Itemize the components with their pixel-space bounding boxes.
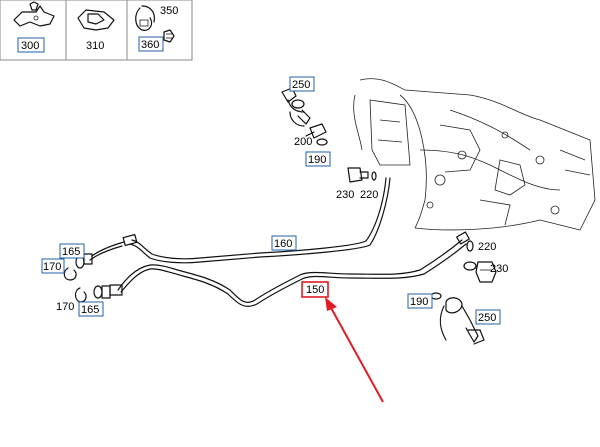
svg-text:190: 190: [308, 154, 326, 166]
bracket-310-icon: [77, 9, 115, 31]
label-200: 200: [294, 136, 312, 148]
label-230-right: 230: [490, 263, 508, 275]
transmission-housing: [353, 78, 596, 231]
callout-165-lower[interactable]: 165: [78, 301, 104, 317]
line-150-pipe: [109, 231, 470, 307]
left-fitting-group: [63, 255, 111, 303]
label-170-lower: 170: [56, 301, 74, 313]
line-160-pipe: [83, 177, 391, 265]
callout-190-right[interactable]: 190: [407, 293, 433, 309]
callout-250-right[interactable]: 250: [475, 309, 501, 325]
label-230-upper: 230: [336, 189, 354, 201]
label-220-right: 220: [478, 241, 496, 253]
legend-table: 300 310 350 360: [0, 0, 193, 61]
upper-fitting-group: [281, 87, 377, 183]
svg-text:360: 360: [141, 39, 159, 51]
label-220-upper: 220: [360, 189, 378, 201]
svg-text:190: 190: [410, 296, 428, 308]
clamp-350-icon: [135, 5, 155, 31]
svg-text:300: 300: [21, 40, 39, 52]
callout-150[interactable]: 150: [301, 281, 329, 298]
svg-text:160: 160: [274, 238, 292, 250]
svg-text:165: 165: [62, 246, 80, 258]
svg-text:250: 250: [292, 79, 310, 91]
svg-text:250: 250: [478, 312, 496, 324]
callout-190-upper[interactable]: 190: [305, 151, 331, 167]
callout-170-upper[interactable]: 170: [41, 258, 65, 274]
callout-165-upper[interactable]: 165: [59, 243, 85, 259]
clip-300-icon: [13, 1, 55, 27]
callout-250-upper[interactable]: 250: [289, 76, 315, 92]
svg-text:150: 150: [306, 284, 324, 296]
svg-text:165: 165: [81, 304, 99, 316]
screw-360-icon: [163, 29, 175, 43]
callout-160[interactable]: 160: [271, 235, 297, 251]
right-fitting-group: [430, 240, 497, 345]
callout-300[interactable]: 300: [17, 37, 45, 53]
label-350: 350: [160, 5, 178, 17]
highlight-arrow: [325, 297, 384, 403]
callout-360[interactable]: 360: [138, 36, 164, 52]
label-310: 310: [86, 40, 104, 52]
svg-text:170: 170: [43, 261, 61, 273]
